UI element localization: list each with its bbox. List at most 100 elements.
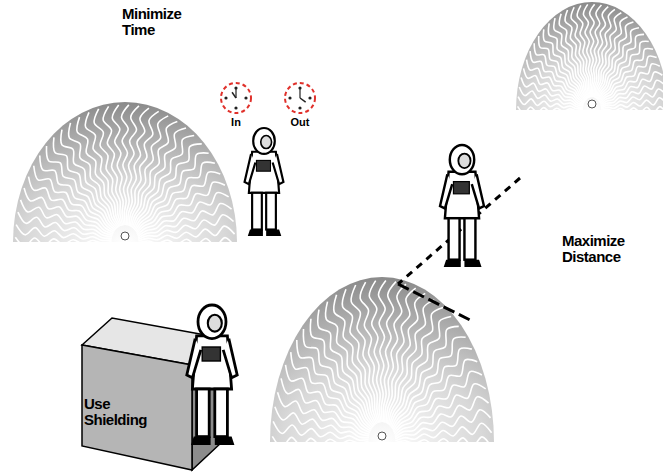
source-point — [588, 100, 596, 108]
workers — [187, 128, 484, 445]
worker-leg — [464, 218, 475, 259]
dashed-path — [398, 178, 520, 284]
radiation-ray — [286, 365, 371, 433]
radiation-ray — [136, 162, 215, 232]
clock-mark — [244, 96, 247, 99]
principle-label: Minimize Time — [122, 6, 194, 38]
radiation-ray — [85, 112, 120, 226]
worker-arm — [187, 339, 201, 378]
clock-hand — [299, 89, 300, 98]
radiation-ray — [601, 72, 663, 106]
radiation-ray — [103, 106, 123, 225]
clock-mark — [288, 96, 291, 99]
worker-figure — [245, 128, 284, 236]
clock-rim — [221, 83, 251, 113]
radiation-ray — [527, 60, 584, 104]
worker-boots — [444, 260, 482, 267]
clock-node: In — [216, 80, 256, 129]
radiation-ray — [388, 300, 434, 425]
clock-label: Out — [280, 116, 320, 129]
clock-mark — [224, 96, 227, 99]
worker-arm — [273, 154, 284, 184]
radiation-ray — [543, 29, 586, 100]
radiation-ray — [138, 238, 234, 247]
worker-hood — [198, 305, 226, 339]
radiation-field — [516, 2, 663, 110]
radiation-ray — [318, 310, 374, 426]
principle-label: Maximize Distance — [562, 233, 660, 265]
radiation-dome — [13, 102, 237, 247]
worker-mask — [208, 315, 222, 332]
radiation-ray — [394, 371, 482, 433]
worker-arm — [440, 174, 452, 208]
source-point — [378, 432, 386, 440]
radiation-ray — [133, 135, 194, 228]
source-point — [121, 232, 129, 240]
radiation-ray — [29, 177, 114, 234]
clock-mark — [298, 106, 301, 109]
worker-leg — [449, 218, 460, 259]
radiation-ray — [360, 282, 380, 422]
radiation-ray — [599, 49, 653, 103]
worker-hood — [253, 128, 275, 154]
radiation-ray — [342, 289, 377, 423]
clock-face — [218, 80, 254, 116]
worker-leg — [266, 193, 276, 230]
worker-arm — [245, 154, 256, 184]
radiation-ray — [601, 98, 663, 110]
clock-hand — [300, 98, 306, 102]
radiation-dome — [270, 277, 494, 448]
worker-leg — [252, 193, 262, 230]
clock-rim — [285, 83, 315, 113]
radiation-ray — [392, 337, 465, 429]
worker-boots — [248, 230, 281, 236]
worker-mask — [458, 154, 470, 169]
radiation-dome — [516, 2, 663, 114]
radiation-field — [270, 277, 494, 442]
radiation-ray — [596, 17, 627, 99]
radiation-ray — [393, 348, 472, 431]
worker-arm — [223, 339, 237, 378]
radiation-ray — [599, 41, 649, 101]
clock-face — [282, 80, 318, 116]
worker-leg — [215, 389, 228, 437]
radiation-ray — [138, 193, 229, 237]
radiation-ray — [131, 121, 177, 227]
worker-figure — [440, 145, 484, 267]
radiation-ray — [297, 340, 372, 429]
radiation-ray — [334, 295, 377, 424]
radiation-ray — [395, 437, 491, 448]
radiation-ray — [577, 5, 590, 97]
radiation-ray — [395, 384, 486, 436]
clock-mark — [234, 106, 237, 109]
clock-mark — [308, 96, 311, 99]
radiation-ray — [40, 156, 115, 232]
clock-node: Out — [280, 80, 320, 129]
dosimeter — [202, 347, 220, 361]
radiation-ray — [601, 107, 663, 114]
clock-label: In — [216, 116, 256, 129]
radiation-ray — [390, 316, 451, 426]
radiation-ray — [61, 130, 117, 229]
dosimeter — [256, 160, 270, 171]
radiation-ray — [137, 182, 225, 235]
dosimeter — [453, 182, 469, 194]
worker-leg — [197, 389, 210, 437]
radiation-field — [13, 102, 237, 242]
radiation-ray — [395, 410, 490, 439]
worker-arm — [472, 174, 484, 208]
worker-boots — [191, 437, 234, 445]
dashed-path — [398, 284, 470, 320]
clock-hand — [235, 89, 236, 98]
radiation-ray — [138, 215, 233, 240]
radiation-ray — [54, 137, 117, 229]
radiation-ray — [77, 117, 120, 227]
wall-front — [82, 345, 192, 470]
worker-mask — [261, 136, 272, 149]
principle-label: Use Shielding — [84, 396, 162, 428]
radiation-ray — [310, 319, 373, 427]
radiation-ray — [135, 153, 208, 231]
worker-hood — [450, 145, 474, 174]
radiation-ray — [565, 10, 589, 98]
